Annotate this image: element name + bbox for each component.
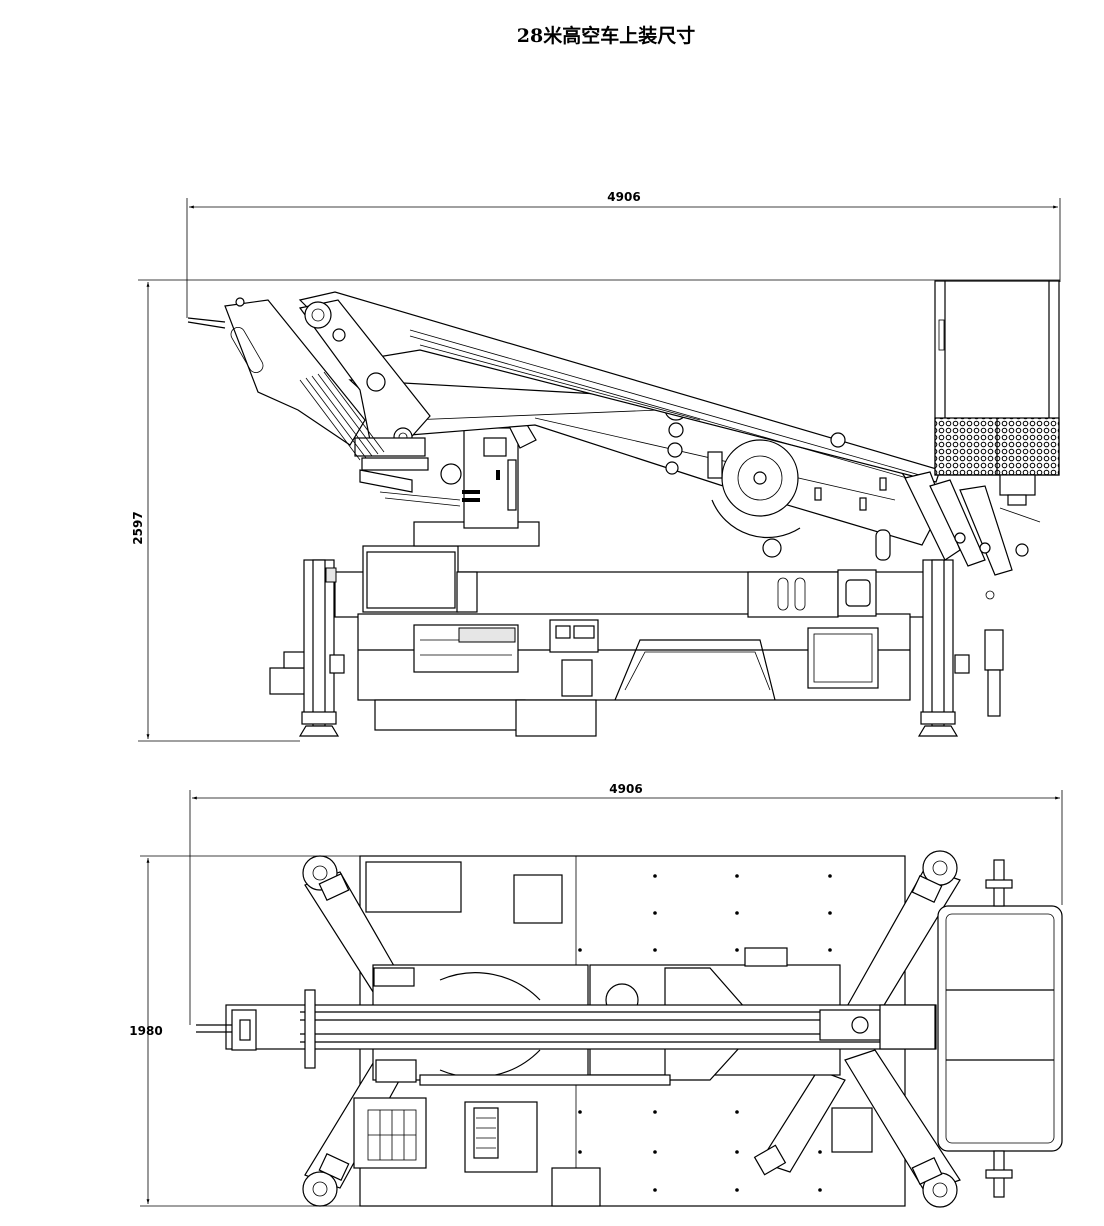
- side-hydraulic-cabinet: [362, 545, 877, 618]
- side-height-label: 2597: [131, 511, 145, 544]
- side-outrigger-left: [298, 559, 345, 737]
- side-leveling-linkage: [904, 471, 1041, 576]
- side-fly-boom: [298, 291, 941, 485]
- top-work-basket: [937, 859, 1063, 1198]
- top-outrigger-front-right: [844, 850, 961, 1021]
- drawing-title: 28米高空车上装尺寸: [517, 24, 695, 47]
- top-length-label: 4906: [609, 782, 642, 796]
- side-view: 4906 2597: [131, 190, 1061, 742]
- top-view: 4906 1980: [129, 782, 1063, 1208]
- side-rear-arm: [187, 297, 385, 461]
- top-outrigger-front-left: [302, 855, 406, 996]
- top-control-boxes: [353, 1097, 873, 1173]
- side-main-boom: [348, 379, 936, 561]
- side-work-basket: [934, 280, 1060, 506]
- top-outrigger-mid-right: [753, 1069, 846, 1176]
- top-length-dimension: 4906: [189, 782, 1063, 1025]
- top-outrigger-rear-right: [844, 1049, 961, 1208]
- top-width-label: 1980: [129, 1024, 162, 1038]
- side-length-dimension: 4906: [186, 190, 1061, 318]
- top-boom-assembly: [196, 947, 937, 1086]
- side-lift-arm: [298, 299, 431, 471]
- side-height-dimension: 2597: [131, 279, 1060, 742]
- side-length-label: 4906: [607, 190, 640, 204]
- deck-bolt-dots: [578, 874, 832, 1192]
- side-outrigger-right: [917, 559, 1004, 737]
